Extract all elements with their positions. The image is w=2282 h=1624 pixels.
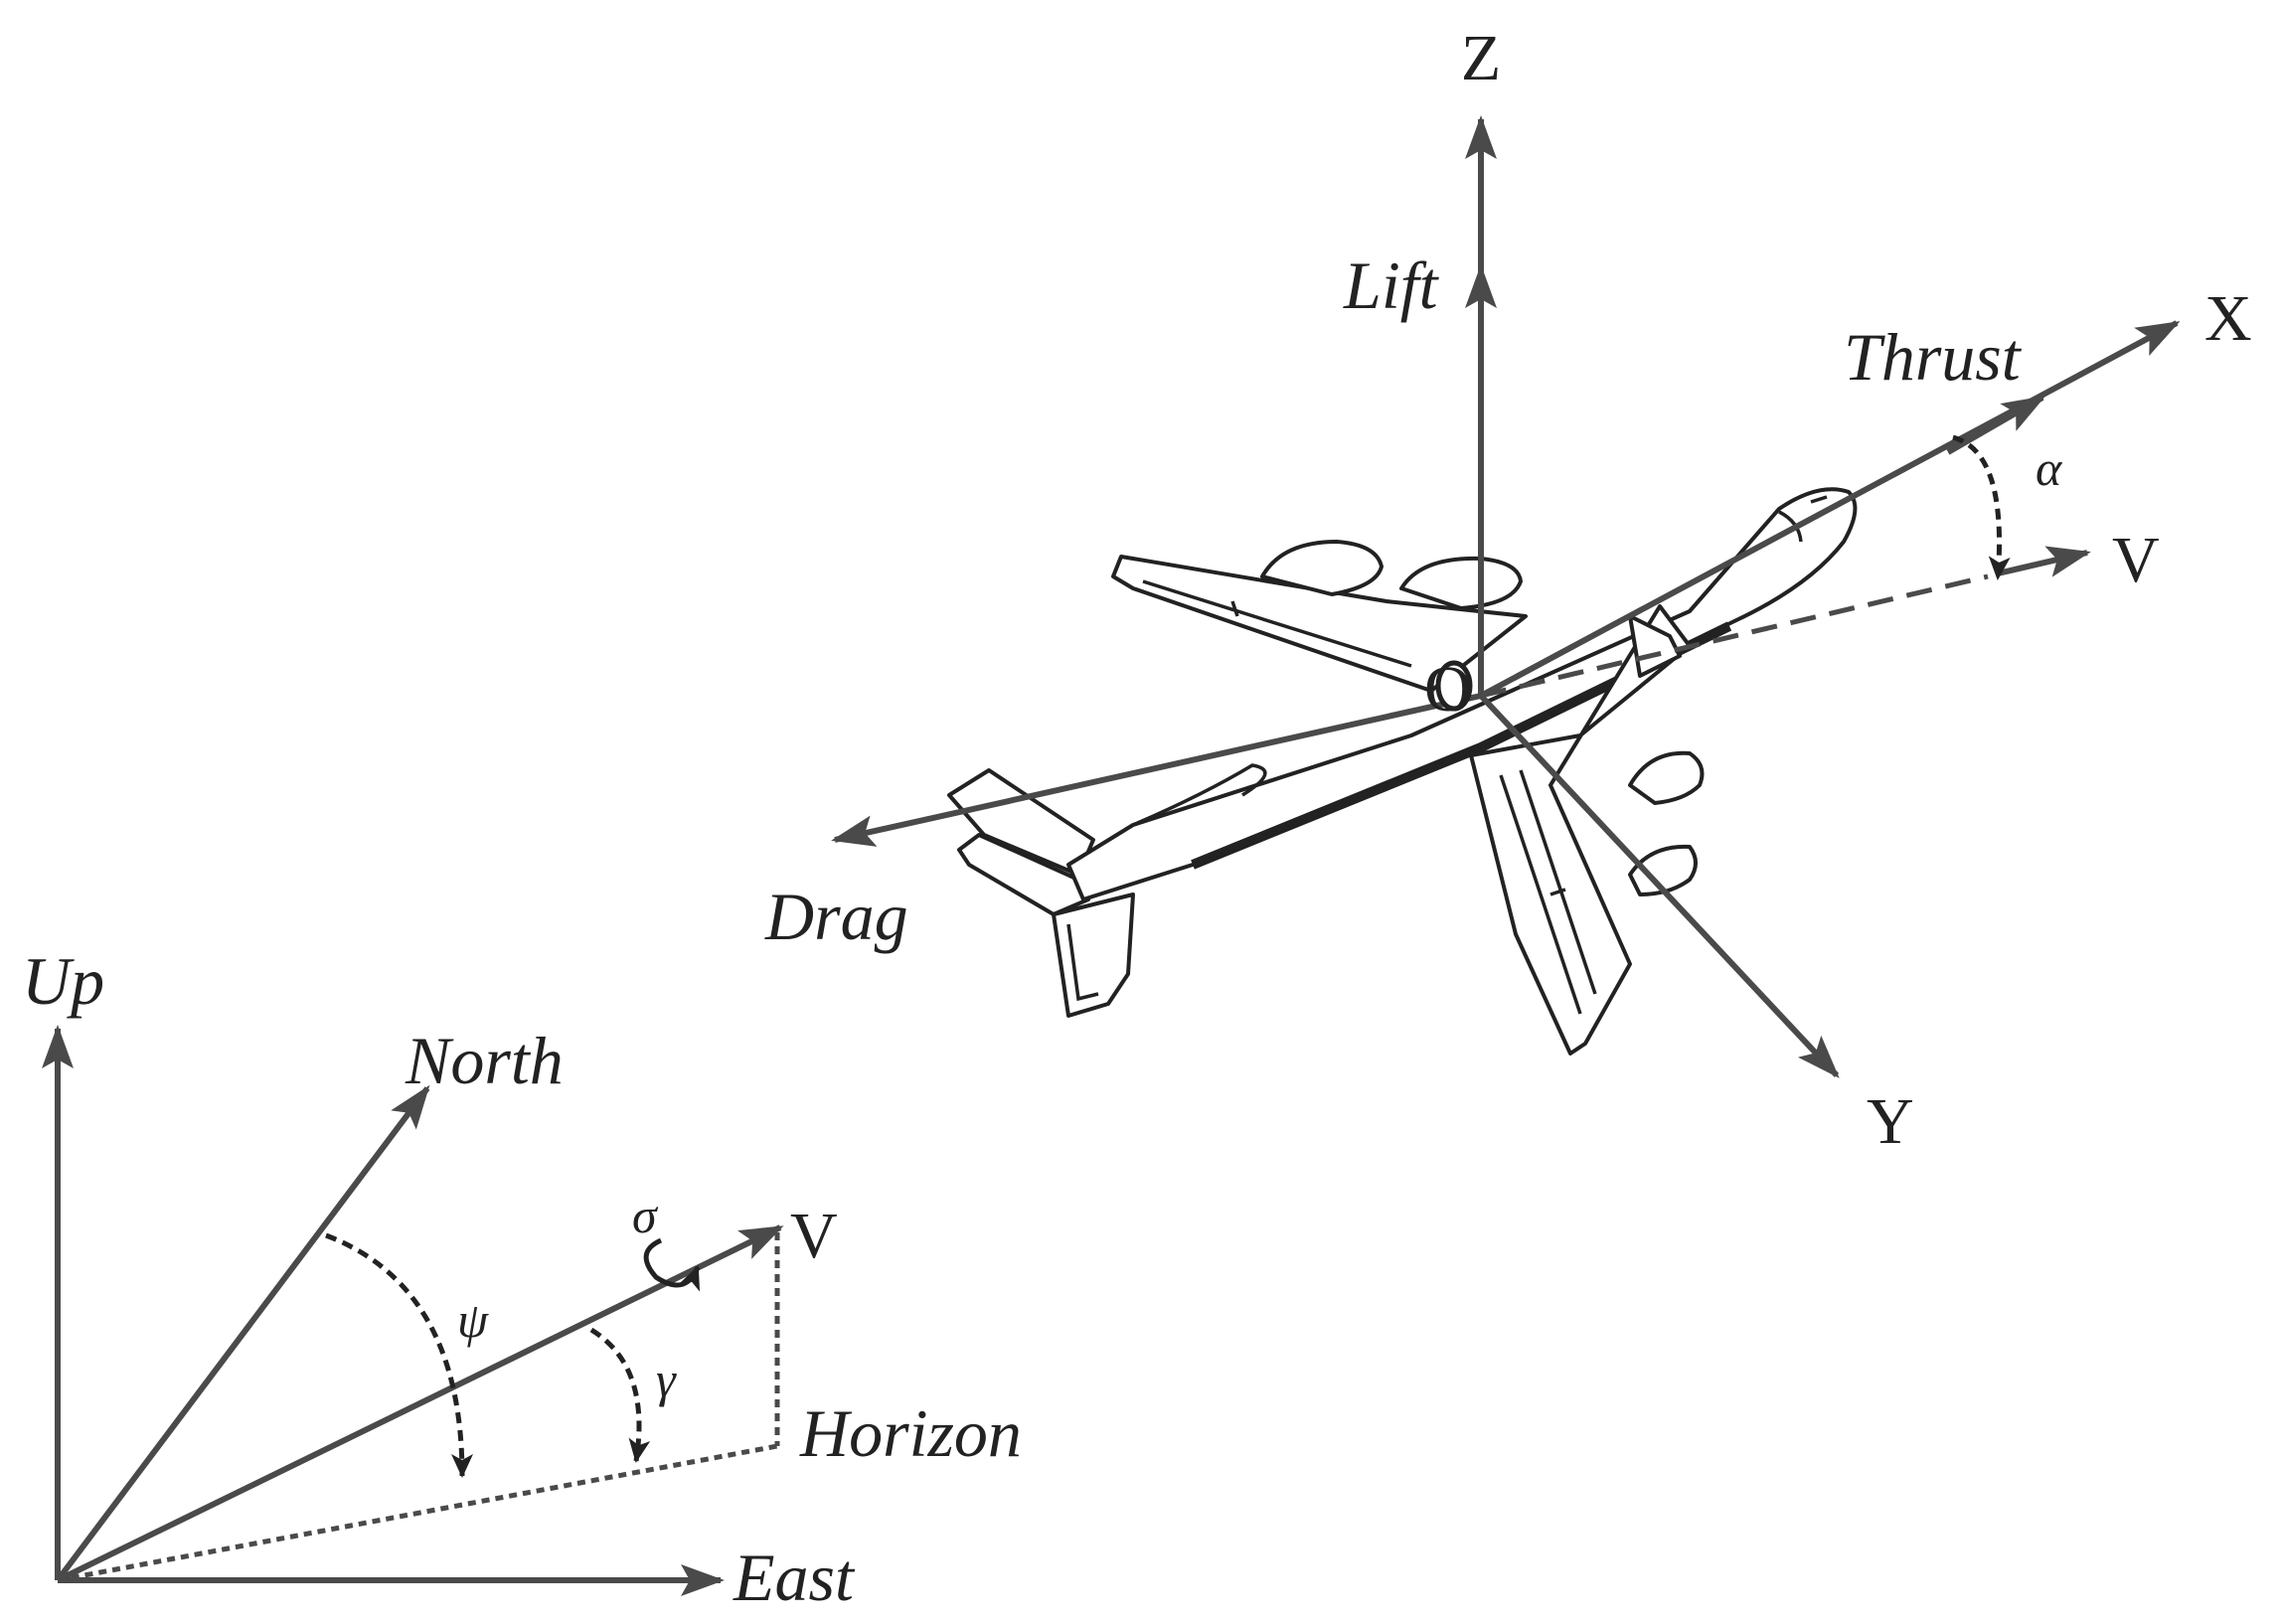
- y-axis: [1478, 693, 1840, 1078]
- z-axis-label: Z: [1461, 22, 1501, 94]
- origin-marker: [1435, 660, 1473, 712]
- north-axis: [55, 1084, 430, 1582]
- alpha-label: α: [2036, 440, 2063, 496]
- velocity-ground-vector: [56, 1224, 784, 1583]
- sigma-rotation-arc: [643, 1237, 701, 1292]
- origin-label: O: [1424, 653, 1472, 726]
- airplane-illustration: [947, 487, 1858, 1056]
- left-wing: [1111, 555, 1528, 693]
- vertical-fin: [1052, 893, 1135, 1018]
- nose-gear-fairing: [1628, 614, 1682, 678]
- drag-arrow: [831, 693, 1482, 847]
- thrust-arrow: [1946, 395, 2046, 455]
- right-engine-outer: [1628, 750, 1705, 805]
- velocity-ground-label: V: [790, 1200, 838, 1272]
- gamma-angle-arc: [589, 1327, 651, 1463]
- psi-angle-arc: [325, 1232, 473, 1478]
- sigma-label: σ: [632, 1188, 659, 1243]
- body-frame: [831, 115, 2181, 1078]
- gamma-label: γ: [656, 1352, 677, 1407]
- psi-label: ψ: [457, 1292, 489, 1348]
- east-label: East: [733, 1540, 856, 1615]
- fuselage: [1066, 487, 1858, 901]
- left-engine-outer: [1260, 540, 1384, 596]
- ground-frame: [42, 1025, 784, 1596]
- horizon-label: Horizon: [799, 1395, 1022, 1471]
- horizon-line: [57, 1443, 778, 1583]
- velocity-body-line: [1480, 573, 1989, 699]
- thrust-label: Thrust: [1844, 319, 2023, 395]
- x-axis-label: X: [2204, 282, 2252, 355]
- velocity-body-arrowhead: [1997, 546, 2091, 577]
- velocity-body-label: V: [2112, 524, 2160, 596]
- north-label: North: [405, 1023, 564, 1098]
- y-axis-label: Y: [1867, 1085, 1914, 1158]
- x-axis: [1479, 320, 2181, 699]
- lift-label: Lift: [1343, 247, 1440, 323]
- left-engine-inner: [1399, 556, 1523, 610]
- drag-label: Drag: [764, 879, 908, 954]
- right-wing: [1469, 604, 1692, 1056]
- alpha-angle-arc: [1952, 434, 2011, 580]
- up-label: Up: [22, 943, 104, 1019]
